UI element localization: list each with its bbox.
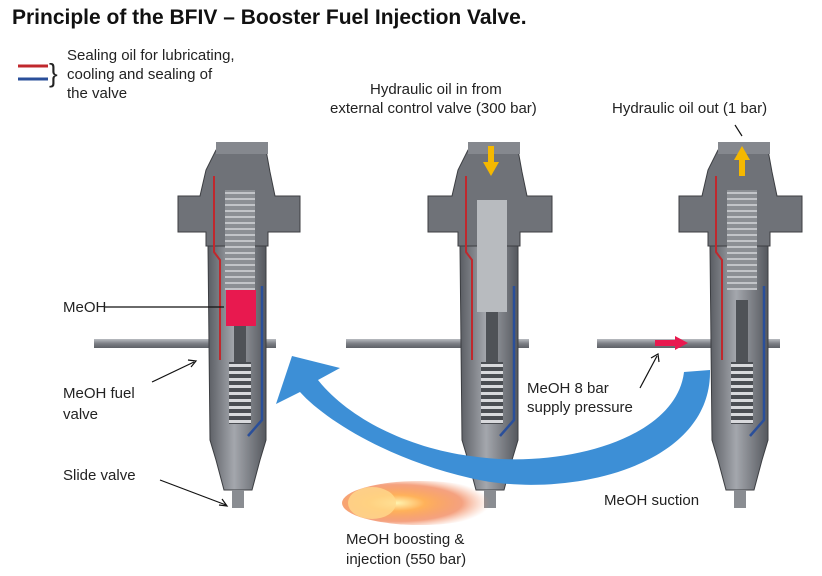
- valve-middle-core: [477, 200, 507, 312]
- pipe-left: [94, 339, 216, 348]
- legend-brace: }: [49, 58, 58, 88]
- valve-middle-blue-channel: [499, 286, 516, 437]
- hydraulic-in-label-1: Hydraulic oil in from: [370, 81, 502, 98]
- valve-right-spring: [731, 362, 753, 424]
- hydraulic-in-arrow: [483, 146, 499, 176]
- pipe-right-stub: [766, 339, 780, 348]
- valve-left-stem: [234, 326, 246, 362]
- valve-right: [678, 142, 803, 508]
- valve-right-blue-channel: [749, 286, 766, 437]
- supply-pointer-head: [650, 353, 660, 363]
- hydraulic-out-arrow: [734, 146, 750, 176]
- valve-middle-red-channel: [465, 176, 473, 360]
- supply-label-2: supply pressure: [527, 399, 633, 416]
- valve-right-top: [718, 142, 770, 154]
- valve-left-top: [216, 142, 268, 154]
- valve-left-red-channel: [213, 176, 221, 360]
- legend-text-3: the valve: [67, 85, 128, 102]
- hydraulic-in-label-2: external control valve (300 bar): [330, 100, 537, 117]
- meoh-label: MeOH: [63, 299, 107, 316]
- slide-valve-pointer-head: [218, 498, 229, 507]
- boost-label-1: MeOH boosting &: [346, 531, 465, 548]
- slide-valve-pointer: [159, 479, 227, 506]
- fuel-valve-pointer-head: [187, 359, 198, 368]
- valve-left-core: [225, 190, 255, 290]
- valve-left-blue-channel: [247, 286, 264, 437]
- pipe-middle-stub: [515, 339, 529, 348]
- supply-pointer: [639, 355, 658, 389]
- legend-text-1: Sealing oil for lubricating,: [67, 47, 235, 64]
- fuel-valve-pointer: [151, 361, 195, 383]
- valve-right-nozzle: [734, 490, 746, 508]
- meoh-fuel-valve-label-2: valve: [63, 406, 99, 423]
- valve-middle-flange: [427, 149, 553, 247]
- valve-left-nozzle: [232, 490, 244, 508]
- hydraulic-out-pointer: [734, 124, 743, 137]
- valve-right-red-channel: [715, 176, 723, 360]
- suction-label: MeOH suction: [604, 492, 700, 509]
- valve-middle: [427, 142, 553, 508]
- valve-middle-stem: [486, 312, 498, 362]
- boost-label-2: injection (550 bar): [346, 551, 467, 568]
- valve-right-stem: [736, 300, 748, 362]
- pointer-lines: [104, 124, 743, 507]
- pipe-left-stub: [262, 339, 276, 348]
- flow-arrow: [276, 356, 711, 485]
- page-title: Principle of the BFIV – Booster Fuel Inj…: [12, 6, 527, 29]
- pipe-middle: [346, 339, 468, 348]
- injection-spray-core: [348, 487, 396, 519]
- hydraulic-out-label: Hydraulic oil out (1 bar): [612, 100, 768, 117]
- meoh-supply-arrow: [655, 336, 688, 350]
- legend-swatches: }: [18, 58, 58, 88]
- meoh-fuel-valve-label-1: MeOH fuel: [63, 385, 135, 402]
- supply-label-1: MeOH 8 bar: [527, 380, 609, 397]
- valve-left-spring: [229, 362, 251, 424]
- valve-right-core: [727, 190, 757, 290]
- legend-text-2: cooling and sealing of: [67, 66, 213, 83]
- valve-left: [177, 142, 301, 508]
- valve-middle-spring: [481, 362, 503, 424]
- valve-left-meoh-chamber: [226, 290, 256, 326]
- slide-valve-label: Slide valve: [63, 467, 136, 484]
